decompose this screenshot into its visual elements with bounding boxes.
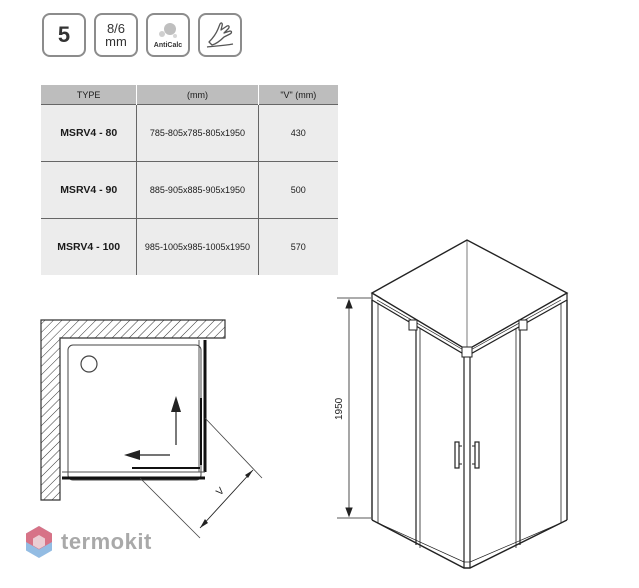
table-row: MSRV4 - 80 785-805x785-805x1950 430: [41, 104, 338, 162]
watermark-text: termokit: [61, 529, 152, 554]
easy-clean-badge: [198, 13, 242, 57]
anticalc-label: AntiCalc: [153, 41, 183, 49]
glass-thickness-badge: 5: [42, 13, 86, 57]
termokit-watermark: termokit: [25, 525, 152, 559]
row-v: 500: [258, 161, 338, 219]
glass-size-value: 8/6 mm: [105, 22, 127, 48]
header-v: "V" (mm): [258, 85, 338, 105]
glass-size-unit: mm: [105, 34, 127, 49]
termokit-logo-icon: [26, 526, 52, 558]
height-dimension-label: 1950: [334, 397, 345, 420]
header-type: TYPE: [41, 85, 138, 105]
row-dimensions: 885-905x885-905x1950: [136, 161, 259, 219]
enclosure-diagram: 1950: [334, 239, 569, 569]
table-header-row: TYPE (mm) "V" (mm): [41, 85, 338, 105]
glass-size-top: 8/6: [106, 21, 126, 36]
glass-size-badge: 8/6 mm: [94, 13, 138, 57]
spec-table: TYPE (mm) "V" (mm) MSRV4 - 80 785-805x78…: [41, 85, 338, 275]
plan-view-diagram: V: [40, 319, 263, 539]
anticalc-badge: AntiCalc: [146, 13, 190, 57]
header-dimensions: (mm): [136, 85, 259, 105]
row-type: MSRV4 - 100: [41, 218, 138, 275]
row-dimensions: 785-805x785-805x1950: [136, 104, 259, 162]
row-dimensions: 985-1005x985-1005x1950: [136, 218, 259, 275]
hand-wipe-icon: [206, 22, 234, 48]
plan-v-label: V: [214, 485, 227, 498]
row-type: MSRV4 - 90: [41, 161, 138, 219]
glass-thickness-value: 5: [57, 22, 71, 47]
row-v: 430: [258, 104, 338, 162]
water-drops-icon: [159, 22, 177, 38]
table-row: MSRV4 - 90 885-905x885-905x1950 500: [41, 161, 338, 219]
table-row: MSRV4 - 100 985-1005x985-1005x1950 570: [41, 218, 338, 275]
row-type: MSRV4 - 80: [41, 104, 138, 162]
row-v: 570: [258, 218, 338, 275]
